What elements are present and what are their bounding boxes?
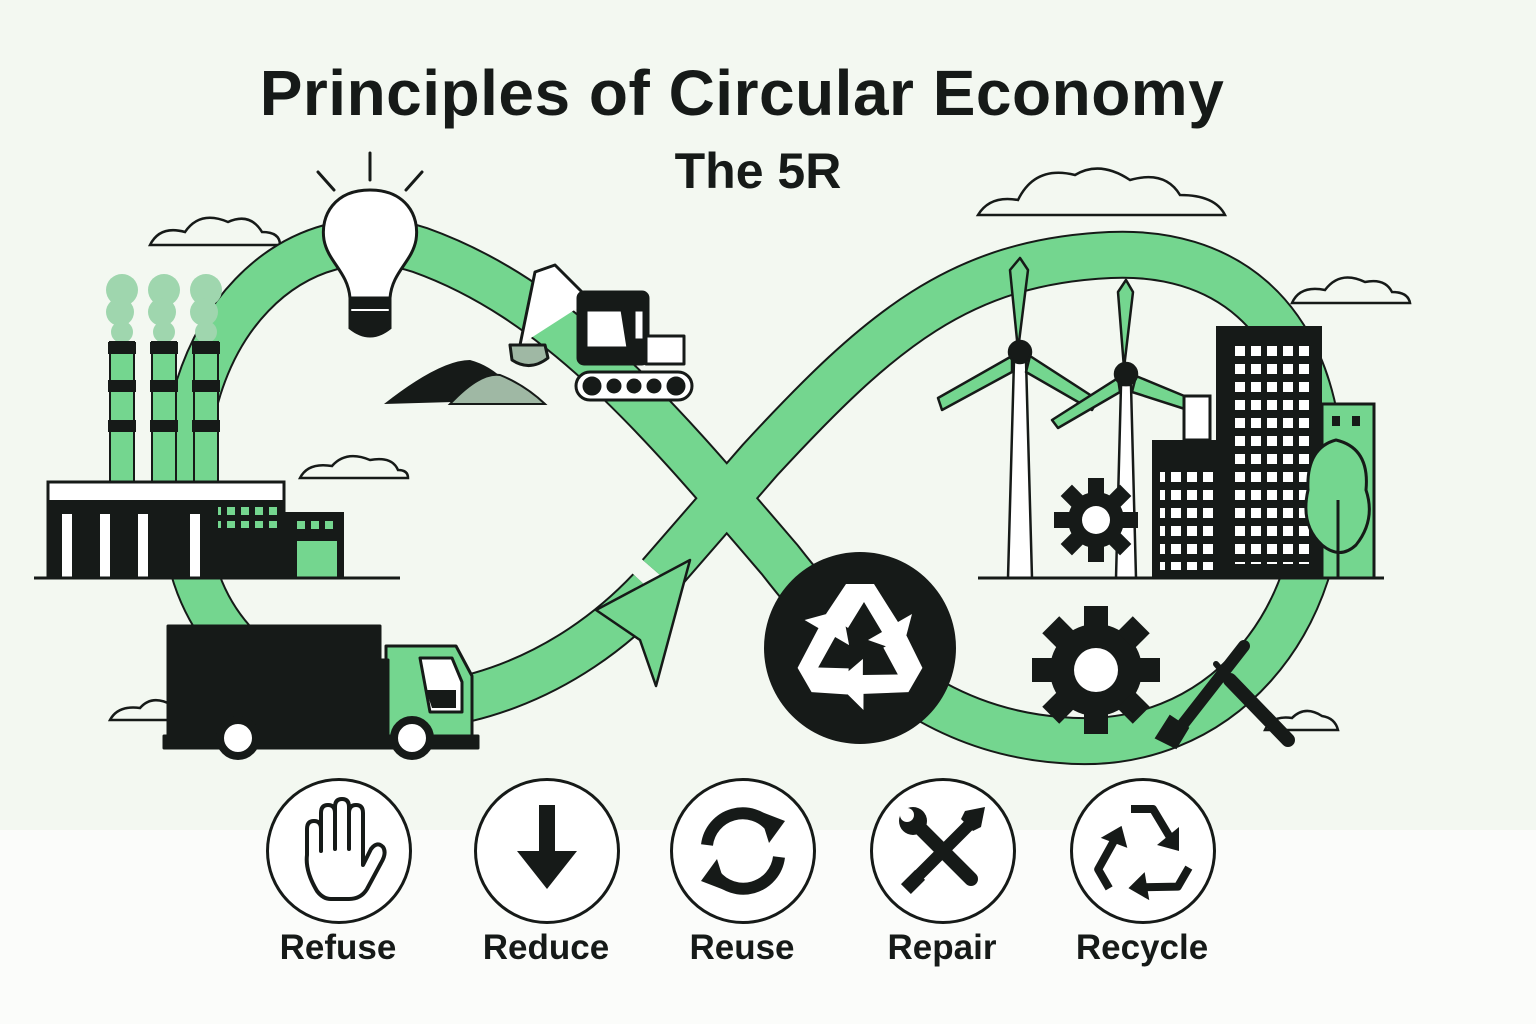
principle-reduce: Reduce	[468, 778, 628, 998]
principle-label: Reuse	[689, 928, 795, 967]
wrench-screwdriver-icon	[899, 807, 985, 895]
principle-refuse: Refuse	[260, 778, 420, 998]
cloud-icon	[297, 454, 410, 480]
principle-icon-circle	[870, 778, 1016, 924]
wind-turbine-icon	[936, 256, 1100, 580]
gear-icon	[1032, 606, 1160, 734]
principle-label: Repair	[887, 928, 997, 967]
soil-pile-icon	[384, 360, 548, 405]
gear-icon	[1054, 478, 1138, 562]
principle-icon-circle	[474, 778, 620, 924]
principle-repair: Repair	[864, 778, 1024, 998]
principle-label: Refuse	[279, 928, 397, 967]
refresh-cycle-icon	[701, 807, 785, 895]
principle-label: Reduce	[482, 928, 610, 967]
city-buildings-icon	[978, 326, 1384, 580]
cloud-icon	[1290, 276, 1412, 305]
excavator-icon	[508, 263, 694, 402]
arrow-down-icon	[517, 805, 577, 889]
hand-stop-icon	[304, 797, 387, 901]
lightbulb-icon	[316, 151, 424, 338]
principle-icon-circle	[670, 778, 816, 924]
cloud-icon	[975, 167, 1228, 217]
page-subtitle: The 5R	[674, 143, 842, 199]
recycle-badge-icon	[764, 552, 956, 744]
wrench-icon	[1154, 640, 1295, 750]
recycle-icon	[1094, 805, 1193, 901]
principle-label: Recycle	[1075, 928, 1209, 967]
delivery-truck-icon	[162, 624, 480, 760]
principle-icon-circle	[266, 778, 412, 924]
principle-icon-circle	[1070, 778, 1216, 924]
page-title: Principles of Circular Economy	[259, 57, 1225, 129]
principle-reuse: Reuse	[664, 778, 824, 998]
circular-economy-illustration	[34, 151, 1412, 766]
cloud-icon	[147, 216, 282, 247]
principle-recycle: Recycle	[1064, 778, 1224, 998]
factory-icon	[34, 274, 400, 580]
